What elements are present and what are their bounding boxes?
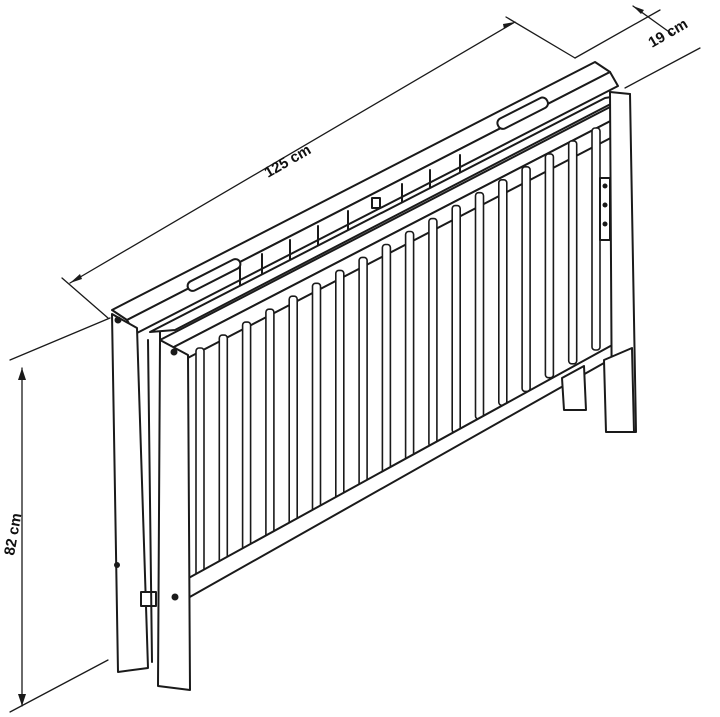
front-slat (567, 140, 578, 365)
front-slat (288, 295, 299, 531)
front-frame (149, 93, 631, 363)
front-slat (241, 321, 252, 559)
fold-handles (186, 96, 549, 292)
front-slat (358, 256, 368, 489)
front-legs (157, 91, 637, 691)
front-slat (544, 153, 555, 379)
height-dimension: 82 cm (1, 317, 111, 713)
front-slat (521, 166, 531, 393)
front-slat (428, 217, 438, 448)
front-slat (497, 179, 508, 407)
front-slat (474, 191, 485, 420)
inner-panel (147, 331, 161, 663)
front-slat (218, 334, 229, 573)
front-slat (404, 230, 415, 462)
front-slat (311, 282, 322, 517)
front-slat (265, 308, 275, 545)
front-slat (334, 269, 345, 503)
front-slat (195, 347, 205, 586)
front-slat (591, 127, 601, 351)
depth-label: 19 cm (646, 15, 691, 51)
width-label: 125 cm (262, 141, 315, 181)
front-slat (451, 204, 462, 434)
front-slat (381, 243, 392, 476)
